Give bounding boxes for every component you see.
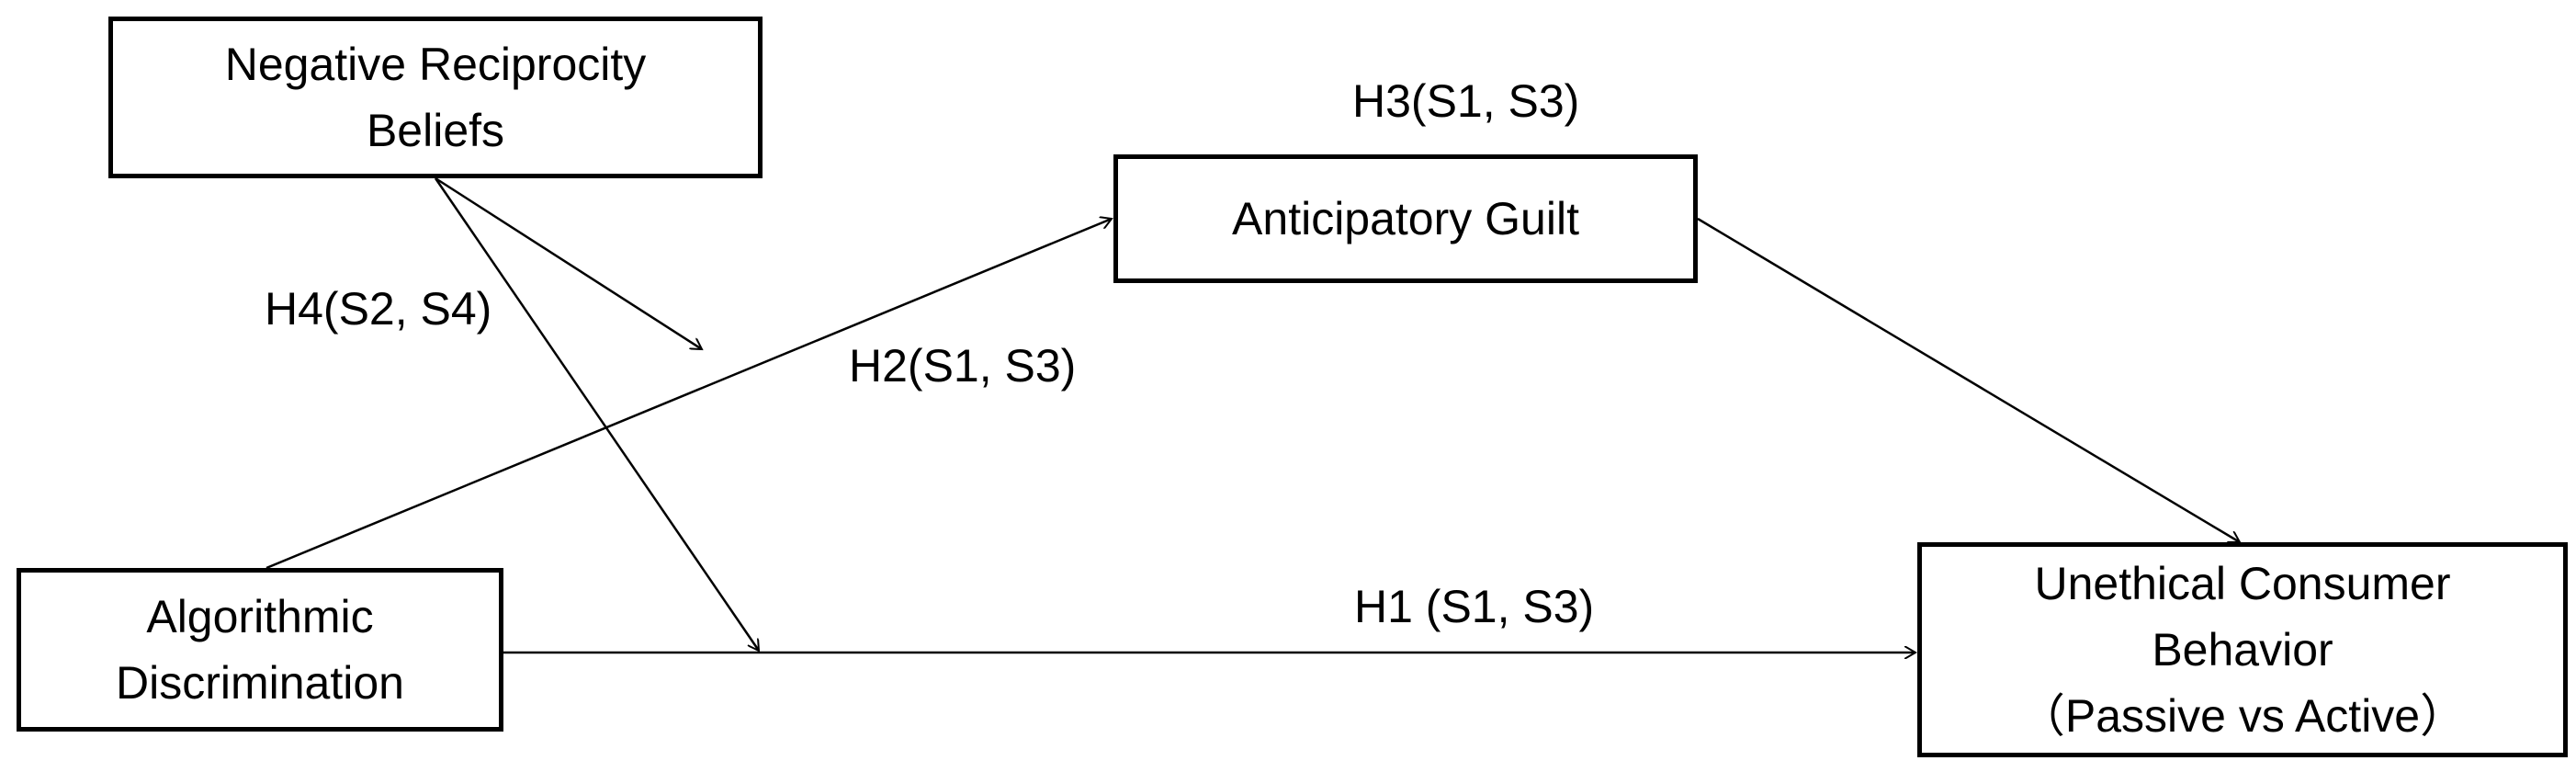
node-negative-reciprocity-beliefs: Negative Reciprocity Beliefs (108, 17, 763, 178)
node-label: Algorithmic (146, 591, 374, 642)
arrow-h4-moderation-on-h2 (435, 176, 702, 349)
node-label: （Passive vs Active） (2018, 690, 2467, 742)
arrow-h2-discrimination-to-guilt (266, 219, 1112, 570)
node-label: Unethical Consumer (2034, 558, 2451, 609)
node-label: Behavior (2152, 624, 2333, 676)
edge-label-h2: H2(S1, S3) (849, 340, 1077, 392)
node-label: Beliefs (366, 105, 505, 156)
edge-label-h1: H1 (S1, S3) (1354, 581, 1595, 632)
node-label: Discrimination (116, 657, 404, 709)
edge-label-h3: H3(S1, S3) (1352, 75, 1580, 127)
arrow-h3-guilt-to-behavior (1697, 217, 2240, 544)
node-label: Negative Reciprocity (224, 39, 647, 90)
arrow-h4-moderation-on-h1 (434, 177, 759, 651)
node-label: Anticipatory Guilt (1232, 193, 1579, 244)
node-anticipatory-guilt: Anticipatory Guilt (1113, 154, 1698, 283)
node-unethical-consumer-behavior: Unethical Consumer Behavior （Passive vs … (1917, 542, 2568, 757)
node-algorithmic-discrimination: Algorithmic Discrimination (17, 568, 503, 732)
edge-label-h4: H4(S2, S4) (265, 283, 492, 335)
